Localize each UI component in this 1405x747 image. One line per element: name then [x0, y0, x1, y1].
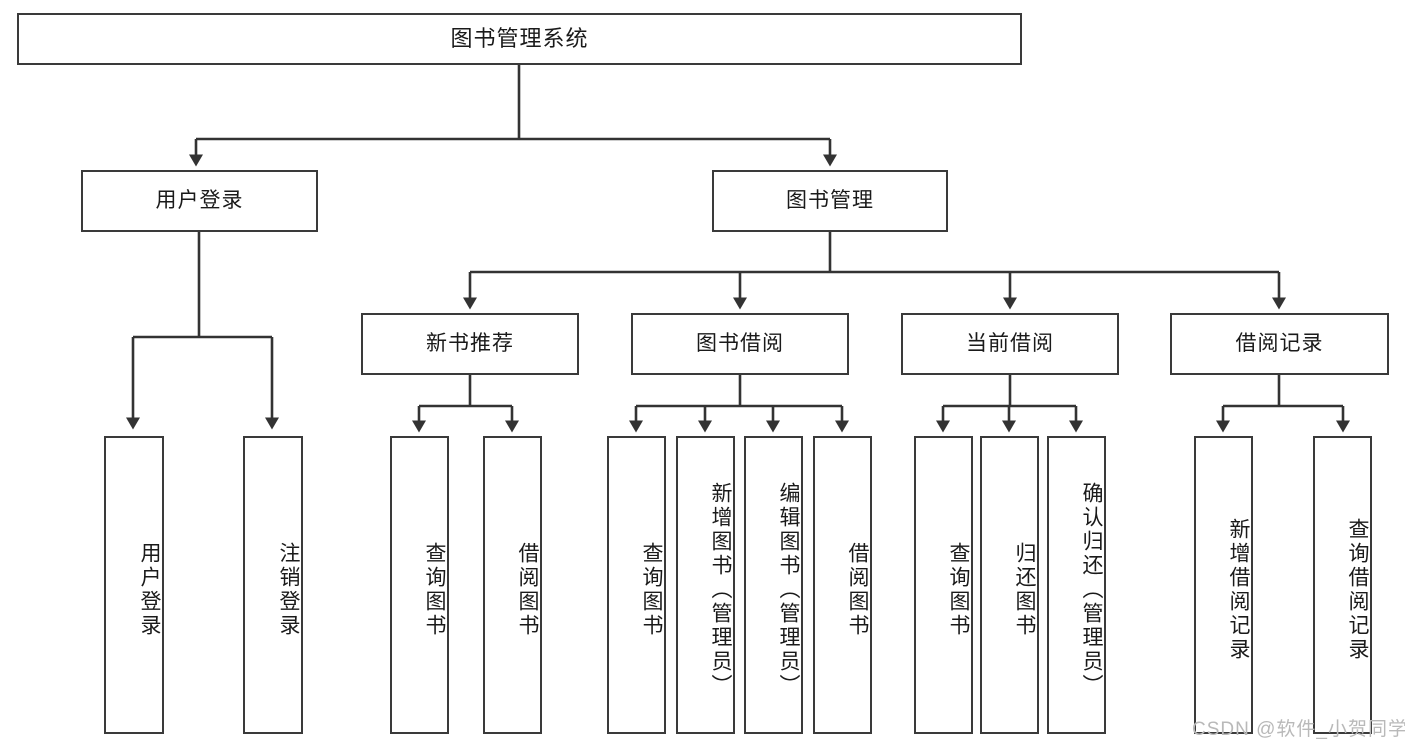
node-label: 当前借阅	[966, 332, 1054, 356]
leaf-borrow-book-2[interactable]: 借阅图书	[813, 436, 872, 734]
leaf-query-book-1[interactable]: 查询图书	[390, 436, 449, 734]
node-label: 用户登录	[155, 189, 244, 213]
node-user-login[interactable]: 用户登录	[81, 170, 318, 232]
node-root-book-management-system[interactable]: 图书管理系统	[17, 13, 1022, 65]
node-label: 新增借阅记录	[1227, 518, 1250, 662]
leaf-return-book[interactable]: 归还图书	[980, 436, 1039, 734]
node-borrow-record[interactable]: 借阅记录	[1170, 313, 1389, 375]
node-label: 图书借阅	[696, 332, 784, 356]
node-label: 图书管理系统	[450, 25, 589, 51]
node-label: 注销登录	[277, 542, 300, 638]
leaf-user-login[interactable]: 用户登录	[104, 436, 164, 734]
leaf-add-book[interactable]: 新增图书（管理员）	[676, 436, 735, 734]
node-label: 新书推荐	[426, 332, 514, 356]
node-label: 查询借阅记录	[1346, 518, 1369, 662]
node-label: 编辑图书（管理员）	[777, 482, 800, 698]
leaf-confirm-return[interactable]: 确认归还（管理员）	[1047, 436, 1106, 734]
node-label: 归还图书	[1013, 542, 1036, 638]
node-label: 借阅图书	[846, 542, 869, 638]
node-label: 用户登录	[138, 542, 161, 638]
leaf-query-book-2[interactable]: 查询图书	[607, 436, 666, 734]
csdn-watermark: CSDN @软件_小贺同学	[1192, 719, 1405, 740]
node-book-borrow[interactable]: 图书借阅	[631, 313, 849, 375]
node-label: 查询图书	[640, 542, 663, 638]
node-label: 查询图书	[947, 542, 970, 638]
leaf-edit-book[interactable]: 编辑图书（管理员）	[744, 436, 803, 734]
node-book-management[interactable]: 图书管理	[712, 170, 948, 232]
node-label: 查询图书	[423, 542, 446, 638]
node-label: 借阅记录	[1235, 332, 1324, 356]
leaf-query-book-3[interactable]: 查询图书	[914, 436, 973, 734]
node-label: 图书管理	[786, 189, 874, 213]
node-label: 新增图书（管理员）	[709, 482, 732, 698]
leaf-borrow-book-1[interactable]: 借阅图书	[483, 436, 542, 734]
node-label: 借阅图书	[516, 542, 539, 638]
leaf-logout-login[interactable]: 注销登录	[243, 436, 303, 734]
node-label: 确认归还（管理员）	[1080, 482, 1103, 698]
leaf-query-record[interactable]: 查询借阅记录	[1313, 436, 1372, 734]
leaf-add-record[interactable]: 新增借阅记录	[1194, 436, 1253, 734]
node-new-book-recommend[interactable]: 新书推荐	[361, 313, 579, 375]
node-current-borrow[interactable]: 当前借阅	[901, 313, 1119, 375]
